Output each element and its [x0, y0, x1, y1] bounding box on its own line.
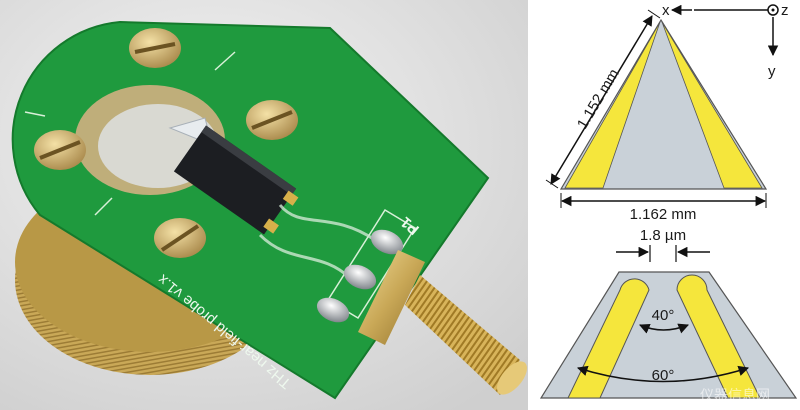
sma-connector: [358, 250, 527, 395]
inner-angle-label: 40°: [652, 307, 675, 324]
right-electrode: [661, 21, 763, 189]
tip-diagram: 1.152 mm 1.162 mm: [545, 9, 768, 223]
screws: [34, 28, 298, 258]
bond-traces: [258, 204, 376, 280]
gap-diagram: 1.8 µm 40° 60°: [539, 227, 798, 399]
watermark: 仪器信息网: [700, 387, 770, 404]
side-length-dimension: [550, 15, 653, 185]
outer-angle-label: 60°: [652, 367, 675, 384]
solder-pad: [316, 297, 350, 323]
solder-pad: [343, 264, 377, 290]
y-axis-label: y: [768, 63, 776, 80]
probe-photo: THz near-field probe v1.x P1: [0, 0, 528, 410]
z-axis-label: z: [781, 2, 789, 19]
coordinate-axes: x z y: [662, 2, 789, 80]
base-width-label: 1.162 mm: [630, 206, 697, 223]
screw-icon: [246, 100, 298, 140]
photoconductive-chip: [173, 125, 299, 235]
inner-angle-arc: [639, 323, 689, 334]
screw-icon: [34, 130, 86, 170]
outer-angle-arc: [576, 365, 750, 383]
gap-width-label: 1.8 µm: [640, 227, 686, 244]
solder-pad: [370, 229, 404, 255]
screw-icon: [154, 218, 206, 258]
x-axis-label: x: [662, 2, 670, 19]
screw-icon: [129, 28, 181, 68]
